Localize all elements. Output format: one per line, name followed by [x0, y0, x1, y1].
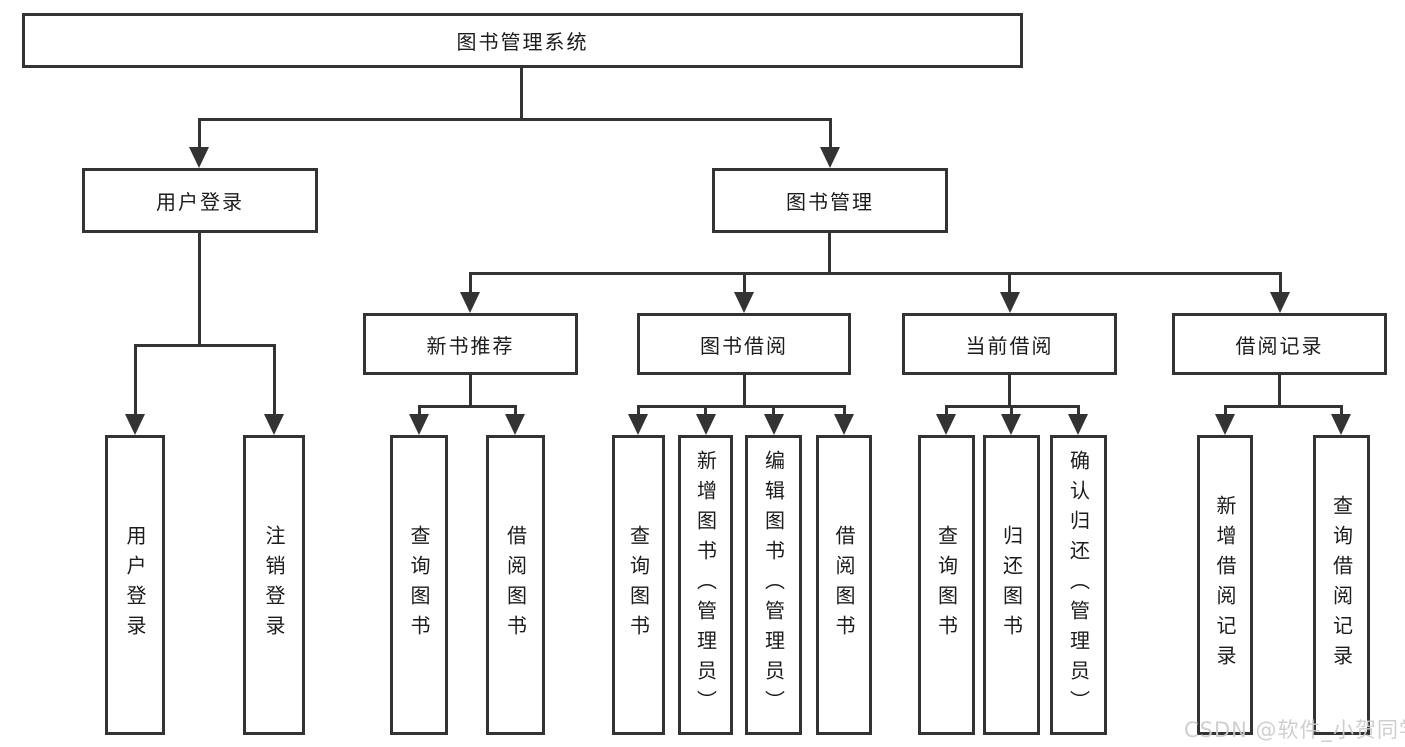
connector-line [743, 375, 746, 405]
leaf-query-books-current: 查询图书 [918, 435, 975, 735]
arrow-head [409, 414, 429, 435]
leaf-edit-books-admin: 编辑图书（管理员） [745, 435, 802, 735]
arrow-head [1001, 414, 1021, 435]
leaf-label: 用户登录 [123, 525, 147, 645]
leaf-label: 借阅图书 [503, 525, 528, 645]
leaf-borrow-books: 借阅图书 [816, 435, 872, 735]
connector-line [514, 405, 517, 416]
leaf-label: 归还图书 [999, 525, 1024, 645]
leaf-label: 查询图书 [626, 525, 651, 645]
node-label: 用户登录 [156, 190, 244, 214]
leaf-label: 新增借阅记录 [1213, 495, 1237, 675]
arrow-head [764, 414, 784, 435]
connector-line [198, 118, 201, 150]
node-new-book-recommendation: 新书推荐 [363, 313, 578, 375]
arrow-head [189, 147, 209, 168]
leaf-query-books-recommend: 查询图书 [390, 435, 448, 735]
arrow-head [1068, 414, 1088, 435]
leaf-user-login: 用户登录 [105, 435, 165, 735]
node-library-management-system: 图书管理系统 [22, 13, 1023, 68]
node-book-management-branch: 图书管理 [712, 168, 948, 233]
node-label: 图书借阅 [700, 333, 788, 358]
arrow-head [505, 414, 525, 435]
node-book-borrowing: 图书借阅 [637, 313, 851, 375]
arrow-head [696, 414, 716, 435]
leaf-borrow-books-recommend: 借阅图书 [486, 435, 545, 735]
connector-line [418, 405, 421, 416]
arrow-head [460, 292, 480, 313]
connector-line [637, 405, 640, 416]
node-label: 新书推荐 [426, 333, 515, 358]
connector-line [638, 405, 845, 408]
arrow-head [628, 414, 648, 435]
leaf-label: 注销登录 [262, 525, 286, 645]
leaf-query-borrow-record: 查询借阅记录 [1313, 435, 1370, 735]
connector-line [1224, 405, 1227, 416]
node-borrowing-records: 借阅记录 [1172, 313, 1387, 375]
connector-line [1010, 405, 1013, 416]
node-current-borrowing: 当前借阅 [902, 313, 1117, 375]
leaf-return-books: 归还图书 [983, 435, 1040, 735]
arrow-head [834, 414, 854, 435]
csdn-watermark: CSDN @软件_小贺同学 [1184, 718, 1405, 742]
node-label: 借阅记录 [1235, 333, 1324, 358]
connector-line [829, 118, 832, 150]
connector-line [273, 344, 276, 416]
leaf-label: 新增图书（管理员） [693, 450, 718, 720]
leaf-label: 编辑图书（管理员） [761, 450, 786, 720]
connector-line [843, 405, 846, 416]
leaf-label: 查询图书 [407, 525, 431, 645]
arrow-head [734, 292, 754, 313]
node-label: 当前借阅 [965, 333, 1054, 358]
connector-line [828, 233, 831, 272]
connector-line [743, 272, 746, 294]
connector-line [520, 68, 523, 118]
connector-line [1279, 272, 1282, 294]
connector-line [772, 405, 775, 416]
arrow-head [1000, 292, 1020, 313]
connector-line [198, 118, 832, 121]
leaf-label: 确认归还（管理员） [1066, 450, 1091, 720]
connector-line [419, 405, 516, 408]
arrow-head [820, 147, 840, 168]
connector-line [1225, 405, 1342, 408]
connector-line [1340, 405, 1343, 416]
connector-line [134, 344, 275, 347]
leaf-confirm-return-admin: 确认归还（管理员） [1050, 435, 1107, 735]
node-user-login-branch: 用户登录 [82, 168, 318, 233]
leaf-label: 查询借阅记录 [1329, 495, 1354, 675]
node-label: 图书管理系统 [456, 30, 589, 54]
arrow-head [936, 414, 956, 435]
leaf-add-books-admin: 新增图书（管理员） [678, 435, 733, 735]
leaf-label: 查询图书 [934, 525, 959, 645]
connector-line [470, 272, 1281, 275]
arrow-head [125, 414, 145, 435]
arrow-head [1215, 414, 1235, 435]
connector-line [469, 375, 472, 405]
leaf-add-borrow-record: 新增借阅记录 [1197, 435, 1253, 735]
connector-line [1008, 375, 1011, 405]
arrow-head [264, 414, 284, 435]
connector-line [945, 405, 948, 416]
leaf-logout: 注销登录 [243, 435, 305, 735]
leaf-query-books-borrowing: 查询图书 [612, 435, 665, 735]
connector-line [704, 405, 707, 416]
leaf-label: 借阅图书 [832, 525, 856, 645]
connector-line [1278, 375, 1281, 405]
connector-line [1008, 272, 1011, 294]
connector-line [198, 233, 201, 344]
connector-line [134, 344, 137, 416]
arrow-head [1270, 292, 1290, 313]
node-label: 图书管理 [786, 190, 874, 214]
connector-line [1077, 405, 1080, 416]
connector-line [469, 272, 472, 294]
arrow-head [1331, 414, 1351, 435]
